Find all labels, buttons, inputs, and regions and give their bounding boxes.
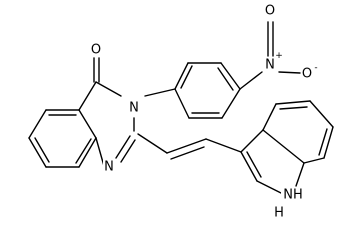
indole-nh-label: NH bbox=[283, 188, 303, 203]
bond-n3-cipso bbox=[144, 88, 176, 97]
bond-benzo-3-inner bbox=[75, 138, 92, 164]
bond-c4a-c4 bbox=[78, 81, 97, 111]
bonds bbox=[28, 21, 334, 195]
bond-indole-n1-c7a bbox=[295, 162, 305, 187]
bond-n1-c8a bbox=[95, 137, 105, 167]
bond-indole-bz-3 bbox=[309, 100, 334, 128]
bond-c2-vinyl bbox=[137, 133, 168, 154]
bond-indole-c2-n1 bbox=[256, 180, 284, 195]
bond-indole-bz-5 bbox=[303, 157, 325, 164]
bond-benzo-6 bbox=[28, 109, 47, 139]
bond-indole-bz-4-inner bbox=[318, 128, 328, 156]
bond-indole-bz-1 bbox=[262, 103, 277, 131]
quinazoline-n1-label: N bbox=[104, 160, 114, 175]
quinazoline-n3-label: N bbox=[129, 101, 139, 116]
bond-indole-bz-4 bbox=[323, 126, 334, 159]
bond-benzo-5-inner bbox=[34, 137, 50, 163]
bond-ph-6 bbox=[174, 88, 190, 119]
bond-indole-c3-c2-a bbox=[240, 151, 258, 182]
bond-ph-3 bbox=[220, 62, 241, 90]
bond-ph-4 bbox=[221, 88, 241, 119]
bond-benzo-5 bbox=[28, 137, 47, 168]
bond-c4-n3 bbox=[95, 81, 122, 97]
bond-c2-n1-b bbox=[120, 139, 136, 163]
bond-vinyl-double-b bbox=[170, 146, 205, 160]
bond-ph-3-inner bbox=[217, 67, 234, 91]
bond-indole-bz-2 bbox=[275, 100, 311, 105]
nitro-o-right-label: O bbox=[302, 67, 312, 82]
atom-labels: O N N N + O O - NH H bbox=[89, 3, 318, 221]
indole-h-label: H bbox=[274, 206, 284, 221]
bond-indole-c3-c3a bbox=[240, 129, 264, 153]
bond-nitro-o-right bbox=[278, 71, 301, 74]
bond-benzo-3 bbox=[78, 137, 97, 168]
bond-c2-n1-a bbox=[115, 135, 131, 159]
nitro-n-label: N bbox=[265, 58, 275, 73]
bond-ph-1-inner bbox=[180, 65, 193, 89]
bond-ph-1 bbox=[174, 62, 189, 90]
bond-indole-c7a-c3a bbox=[262, 129, 305, 164]
bond-indole-c3-c2-b bbox=[246, 151, 262, 178]
carbonyl-oxygen-label: O bbox=[91, 43, 101, 58]
bond-indole-bz-2-inner bbox=[279, 106, 308, 110]
nitro-o-right-charge-label: - bbox=[314, 63, 317, 73]
bond-vinyl-double-a bbox=[166, 138, 207, 154]
bond-vinyl-indole bbox=[205, 138, 242, 153]
bond-c-nitro bbox=[239, 71, 263, 90]
bond-benzo-2 bbox=[78, 109, 97, 139]
nitro-n-charge-label: + bbox=[275, 51, 283, 61]
nitro-o-top-label: O bbox=[265, 4, 275, 19]
